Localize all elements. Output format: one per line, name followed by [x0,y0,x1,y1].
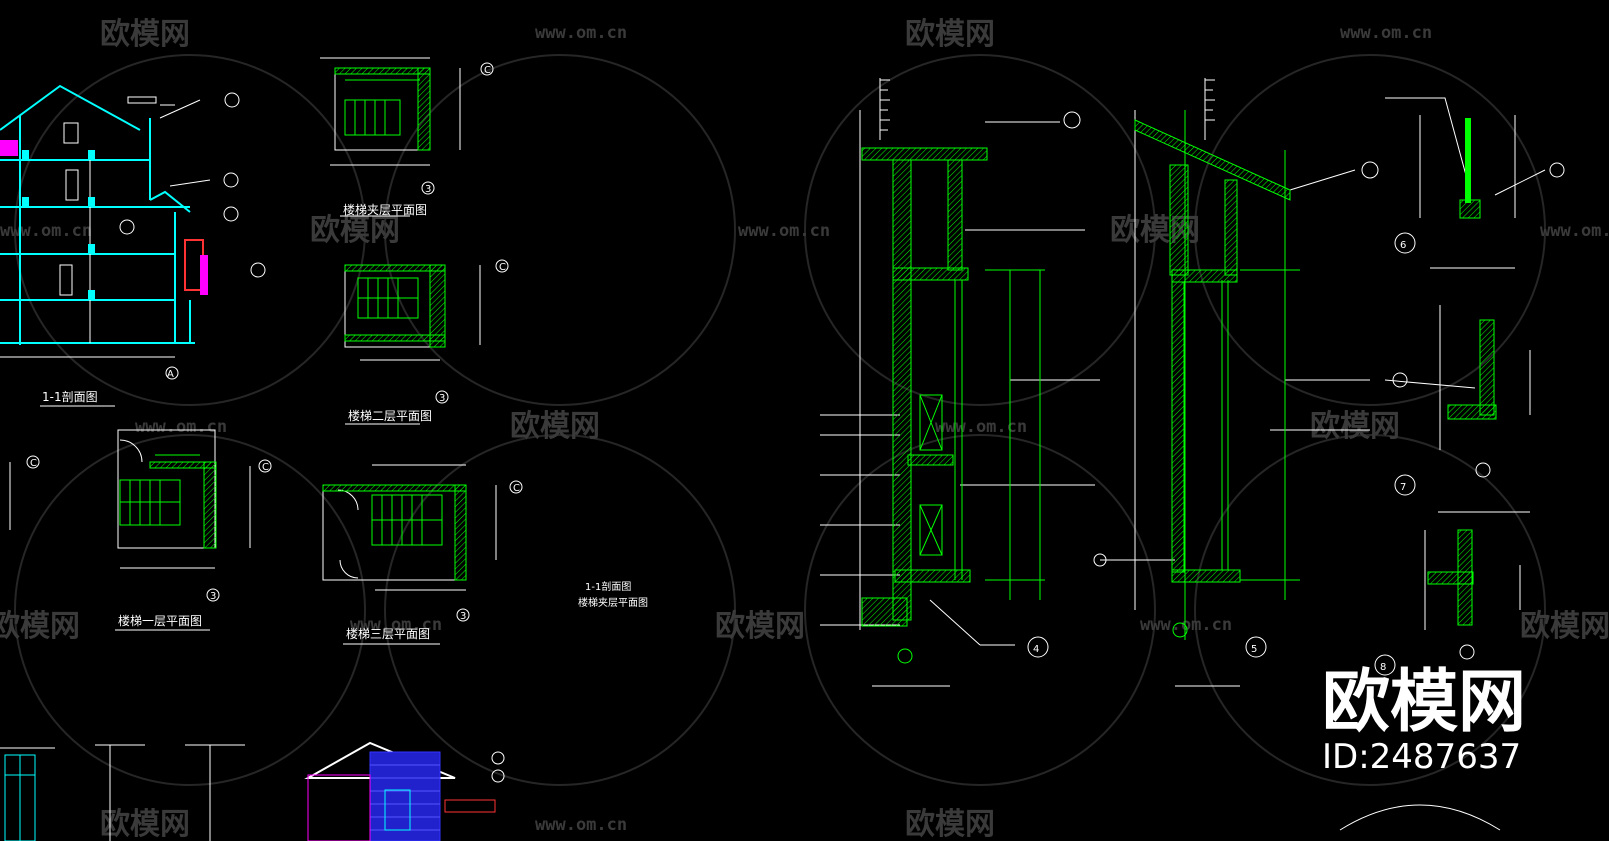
stair-3f-plan-drawing: C 3 楼梯三层平面图 [322,464,523,645]
watermark-url: www.om.cn [1140,615,1232,635]
detail-8-base: 8 [1339,529,1521,831]
detail-marker-5: 5 [1251,644,1257,655]
axis-marker-c: C [262,462,269,473]
note-line-2: 楼梯夹层平面图 [578,596,648,609]
caption-stair-3f-plan: 楼梯三层平面图 [346,626,430,641]
axis-marker-3: 3 [425,184,431,195]
detail-5-eave-section: 5 [1093,78,1379,687]
detail-7-sill: 7 [1384,305,1531,513]
caption-section-1-1: 1-1剖面图 [42,390,98,404]
axis-marker-c: C [513,483,520,494]
watermark-url: www.om.cn [350,615,442,635]
watermark-brand: 欧模网 [310,213,400,248]
watermark-url: www.om.cn [1540,221,1609,241]
drawing-index-note: 1-1剖面图 楼梯夹层平面图 [578,580,648,609]
watermark-brand: 欧模网 [510,409,600,444]
watermark-url: www.om.cn [535,815,627,835]
axis-marker-c: C [484,65,491,76]
watermark-brand: 欧模网 [715,609,805,644]
big-brand-text: 欧模网 [1322,663,1526,742]
asset-id-text: ID:2487637 [1322,737,1521,777]
axis-marker-a: A [167,369,174,380]
watermark-url: www.om.cn [0,221,92,241]
brand-watermark-large: 欧模网 ID:2487637 [1322,663,1526,777]
detail-marker-8: 8 [1380,662,1386,673]
detail-6-parapet: 6 [1385,97,1565,269]
caption-stair-1f-plan: 楼梯一层平面图 [118,613,202,628]
watermark-brand-row-3: www.om.cn 欧模网 www.om.cn 欧模网 [135,409,1400,444]
watermark-brand: 欧模网 [905,807,995,841]
watermark-url: www.om.cn [1340,23,1432,43]
axis-marker-c: C [30,458,37,469]
watermark-brand: 欧模网 [1520,609,1609,644]
detail-4-wall-section: 4 [820,78,1100,687]
watermark-brand: 欧模网 [100,807,190,841]
watermark-brand: 欧模网 [905,17,995,52]
note-line-1: 1-1剖面图 [585,580,631,593]
stair-1f-plan-drawing: C C 3 楼梯一层平面图 [9,429,272,631]
watermark-brand: 欧模网 [0,609,80,644]
watermark-brand-row-1: 欧模网 www.om.cn 欧模网 www.om.cn [100,17,1432,52]
axis-marker-3: 3 [439,393,445,404]
watermark-url: www.om.cn [535,23,627,43]
axis-marker-3: 3 [460,611,466,622]
section-1-1-drawing: A 1-1剖面图 [0,84,266,407]
watermark-brand: 欧模网 [1310,409,1400,444]
watermark-url: www.om.cn [935,417,1027,437]
detail-marker-6: 6 [1400,240,1406,251]
watermark-layer: 欧模网 www.om.cn 欧模网 www.om.cn www.om.cn 欧模… [0,17,1609,841]
detail-marker-4: 4 [1033,644,1039,655]
axis-marker-3: 3 [210,591,216,602]
stair-2f-plan-drawing: C 3 楼梯二层平面图 [344,259,509,425]
axis-marker-c: C [499,262,506,273]
watermark-brand-row-5: 欧模网 www.om.cn 欧模网 [100,807,995,841]
detail-marker-7: 7 [1400,482,1406,493]
watermark-url: www.om.cn [135,417,227,437]
watermark-brand: 欧模网 [100,17,190,52]
caption-stair-top-plan: 楼梯夹层平面图 [343,202,427,217]
caption-stair-2f-plan: 楼梯二层平面图 [348,408,432,423]
watermark-brand-row-4: 欧模网 www.om.cn 欧模网 www.om.cn 欧模网 [0,609,1609,644]
bottom-elevation-partials [0,741,505,841]
watermark-url: www.om.cn [738,221,830,241]
stair-top-plan-drawing: C 3 楼梯夹层平面图 [320,57,494,217]
